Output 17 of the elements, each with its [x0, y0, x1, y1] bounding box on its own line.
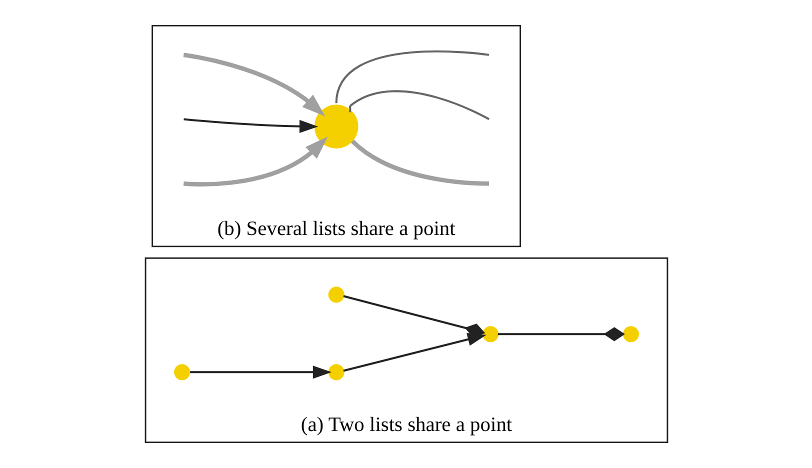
- cluster: (b) Several lists share a point: [151, 24, 521, 248]
- cluster: (a) Two lists share a point: [144, 257, 668, 444]
- arrow: [183, 118, 318, 133]
- arrow: [342, 333, 486, 372]
- connector: [497, 327, 624, 342]
- node-circle: [328, 364, 344, 380]
- arrow: [190, 366, 332, 379]
- arrow: [182, 52, 325, 116]
- connector: [348, 90, 490, 120]
- connector: [334, 50, 489, 104]
- node-circle: [174, 364, 190, 380]
- node-circle: [482, 326, 498, 342]
- node-circle: [328, 286, 344, 303]
- arrow: [182, 136, 328, 186]
- node-circle: [622, 326, 638, 342]
- connector: [350, 140, 489, 186]
- node-circle: [314, 104, 358, 148]
